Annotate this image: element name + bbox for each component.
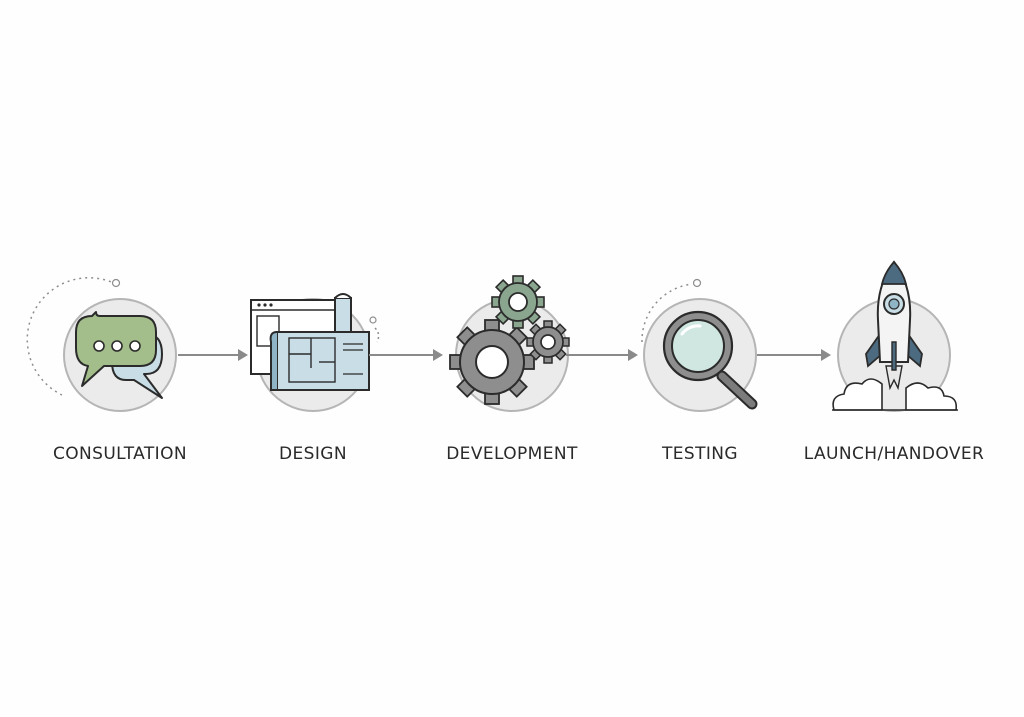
gears-icon [449,275,570,412]
step-consultation: CONSULTATION [20,250,220,480]
arrow-testing-to-launch [757,347,831,363]
magnifying-glass-icon [641,278,758,412]
step-label: TESTING [661,444,738,464]
arrow-development-to-testing [566,347,638,363]
step-development: DEVELOPMENT [412,250,612,480]
arrow-design-to-development [369,347,443,363]
arrow-consultation-to-design [178,347,248,363]
blueprint-icon [250,293,380,412]
step-label: DEVELOPMENT [446,444,578,464]
step-label: LAUNCH/HANDOVER [803,444,985,464]
rocket-icon [832,260,958,412]
speech-bubbles-icon [26,277,177,412]
step-design: DESIGN [213,250,413,480]
step-testing: TESTING [600,250,800,480]
step-label: CONSULTATION [52,444,187,464]
step-launch-handover: LAUNCH/HANDOVER [794,250,994,480]
step-label: DESIGN [279,444,347,464]
